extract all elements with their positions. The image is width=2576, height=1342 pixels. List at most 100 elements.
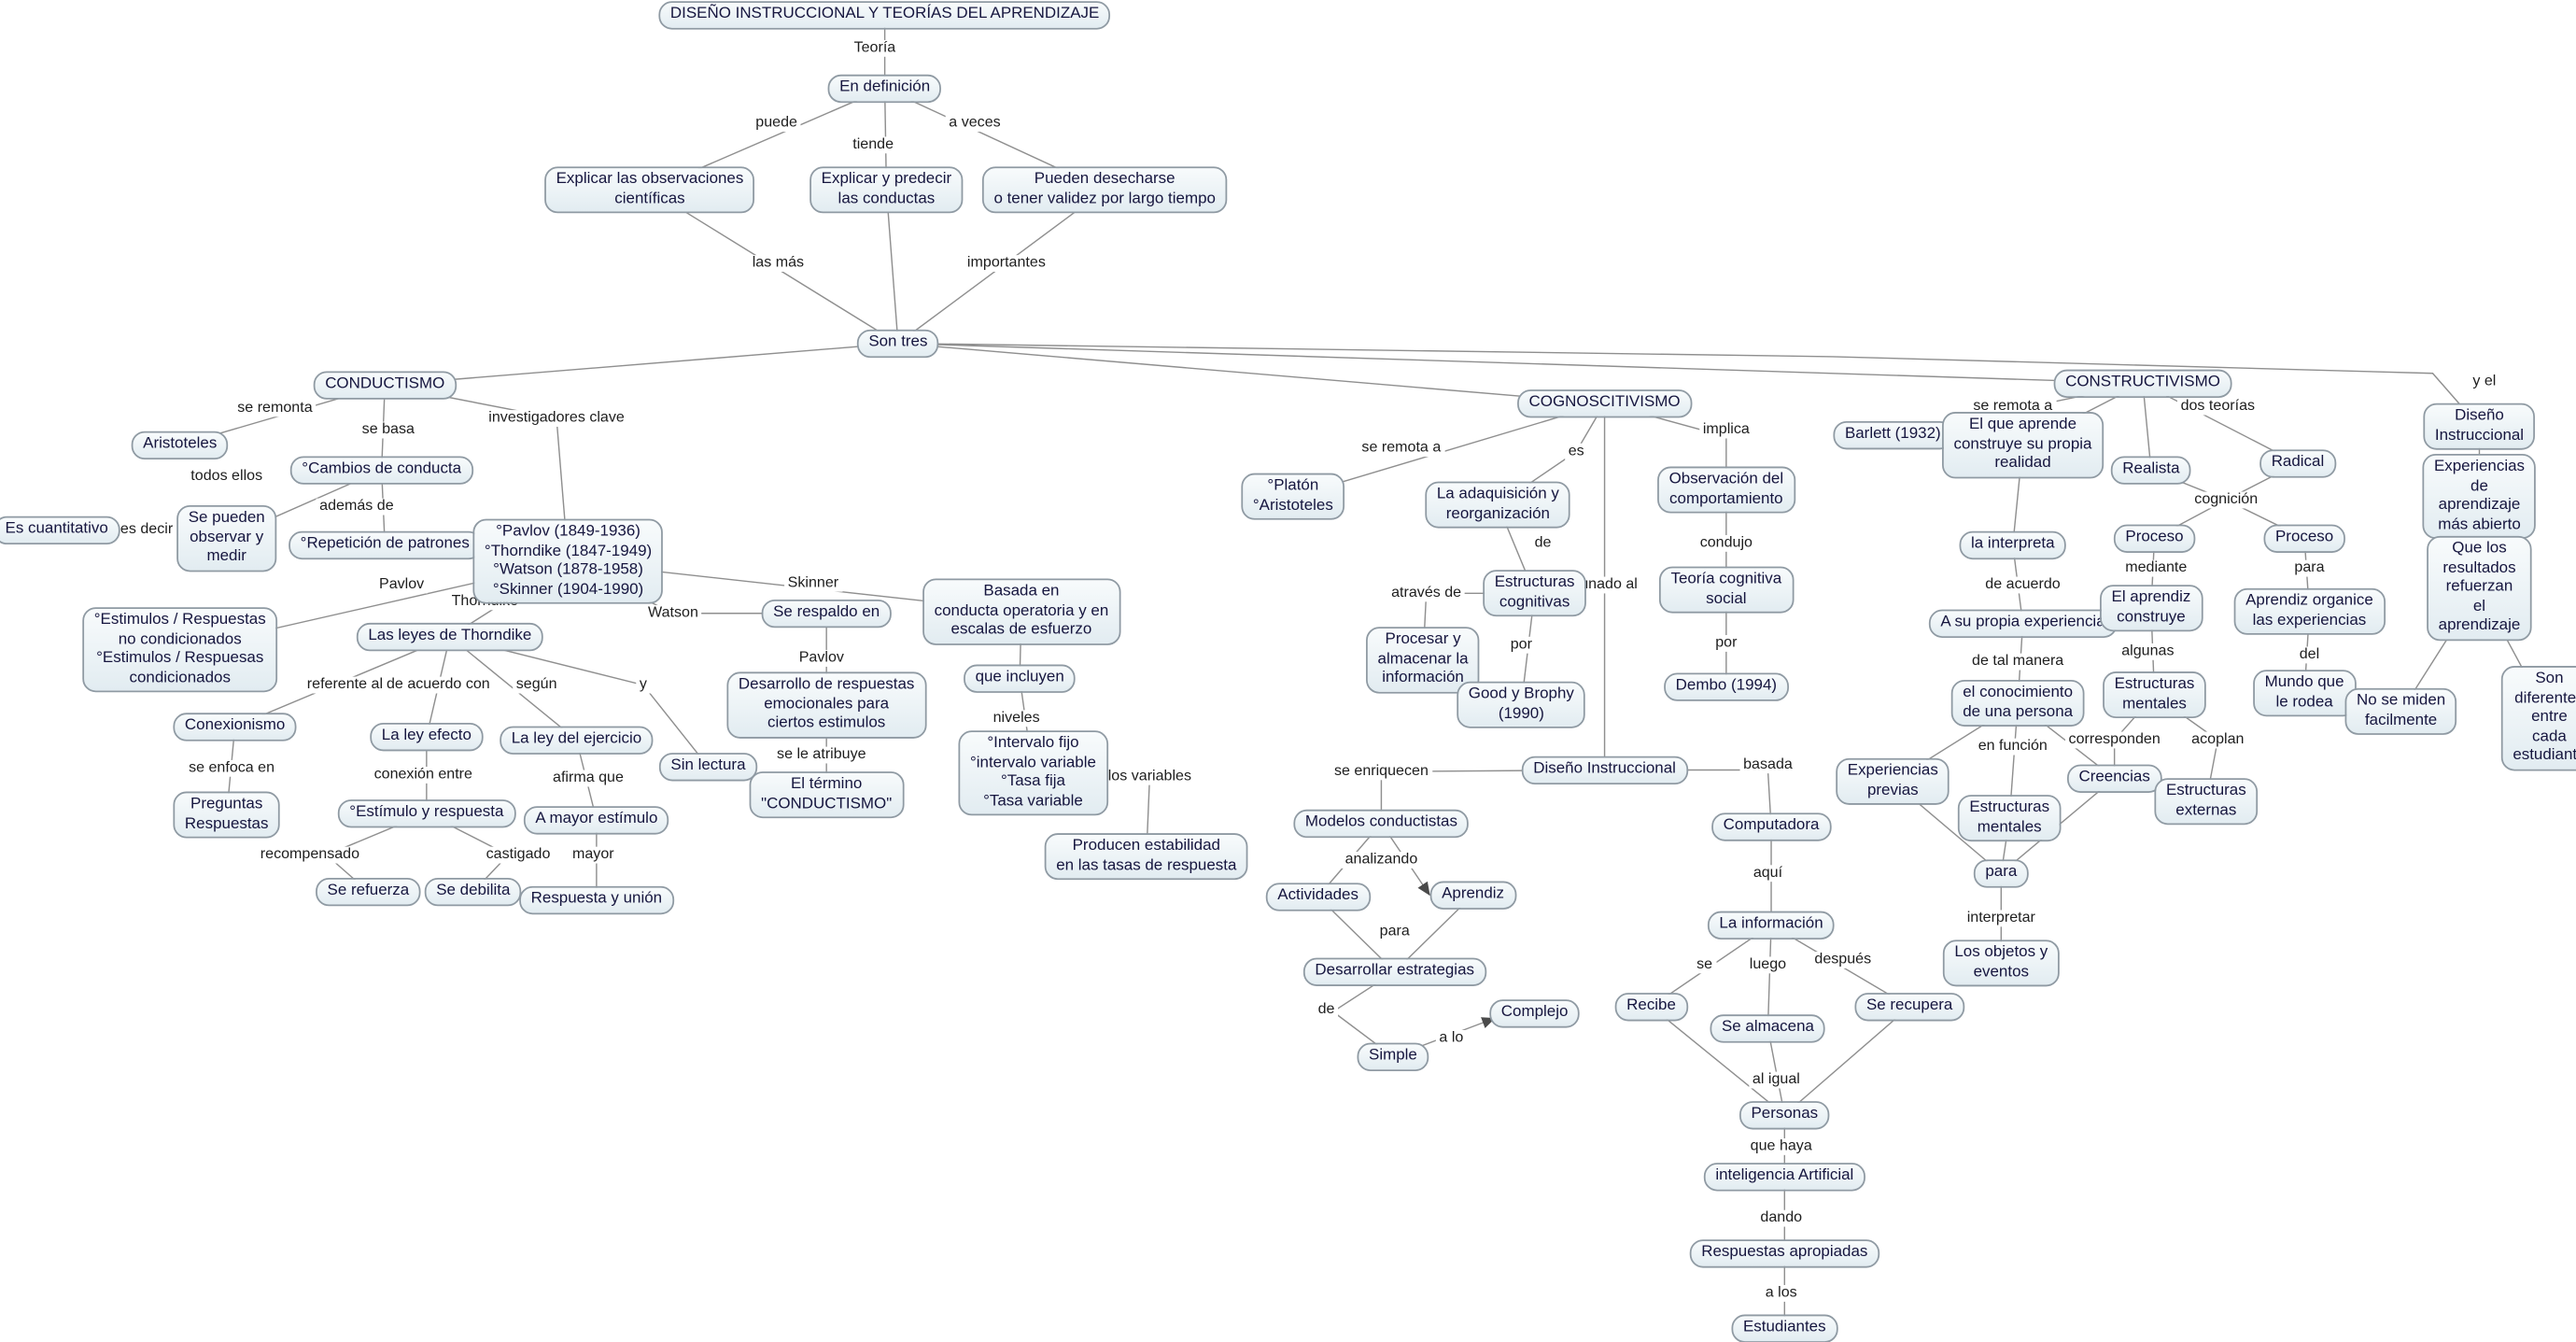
concept-node[interactable]: Se recupera: [1854, 993, 1964, 1021]
concept-node[interactable]: que incluyen: [964, 664, 1077, 693]
concept-node[interactable]: Actividades: [1265, 883, 1371, 911]
concept-node[interactable]: La información: [1707, 911, 1836, 939]
link-label[interactable]: castigado: [483, 845, 554, 864]
concept-node[interactable]: Basada en conducta operatoria y en escal…: [922, 578, 1120, 645]
link-label[interactable]: conexión entre: [371, 765, 476, 784]
concept-node[interactable]: Aristoteles: [131, 431, 229, 459]
link-label[interactable]: a veces: [945, 114, 1005, 132]
concept-node[interactable]: Experiencias previas: [1836, 757, 1950, 806]
link-label[interactable]: se le atribuye: [773, 745, 870, 764]
concept-node[interactable]: Proceso: [2113, 524, 2196, 553]
concept-node[interactable]: No se miden facilmente: [2344, 687, 2457, 736]
link-label[interactable]: a los: [1762, 1283, 1801, 1302]
concept-node[interactable]: Desarrollar estrategias: [1302, 957, 1486, 986]
concept-node[interactable]: Diseño Instruccional: [2423, 403, 2536, 450]
concept-node[interactable]: Estructuras cognitivas: [1483, 570, 1586, 617]
link-label[interactable]: y: [636, 675, 651, 694]
concept-node[interactable]: inteligencia Artificial: [1703, 1163, 1865, 1191]
link-label[interactable]: las más: [749, 254, 808, 272]
link-label[interactable]: se: [1693, 955, 1716, 974]
concept-node[interactable]: Respuesta y unión: [519, 885, 674, 914]
concept-node[interactable]: El aprendiz construye: [2100, 585, 2203, 632]
link-label[interactable]: recompensado: [257, 845, 363, 864]
concept-node[interactable]: Mundo que le rodea: [2253, 670, 2357, 717]
concept-node[interactable]: Se pueden observar y medir: [176, 504, 277, 572]
concept-node[interactable]: Explicar y predecir las conductas: [809, 166, 964, 214]
concept-node[interactable]: Son tres: [856, 329, 939, 358]
link-label[interactable]: de: [1531, 533, 1555, 552]
concept-node[interactable]: °Estímulo y respuesta: [337, 799, 515, 827]
concept-node[interactable]: °Cambios de conducta: [289, 456, 473, 485]
concept-node[interactable]: COGNOSCITIVISMO: [1517, 389, 1693, 417]
link-label[interactable]: según: [513, 675, 561, 694]
link-label[interactable]: Teoría: [851, 38, 899, 57]
concept-node[interactable]: A mayor estímulo: [523, 806, 669, 834]
link-label[interactable]: analizando: [1342, 850, 1421, 869]
concept-node[interactable]: Estudiantes: [1731, 1314, 1838, 1342]
link-label[interactable]: implica: [1699, 420, 1753, 439]
link-label[interactable]: de tal manera: [1968, 652, 2067, 671]
concept-node[interactable]: Se refuerza: [316, 877, 421, 906]
concept-node[interactable]: La adaquisición y reorganización: [1425, 481, 1571, 529]
link-label[interactable]: niveles: [990, 709, 1044, 727]
link-label[interactable]: al igual: [1749, 1070, 1804, 1089]
concept-node[interactable]: Radical: [2259, 449, 2336, 477]
concept-node[interactable]: CONDUCTISMO: [313, 371, 457, 400]
concept-node[interactable]: °Platón °Aristoteles: [1241, 473, 1345, 520]
concept-node[interactable]: Aprendiz organice las experiencias: [2233, 587, 2386, 636]
link-label[interactable]: después: [1810, 951, 1875, 968]
link-label[interactable]: además de: [316, 497, 398, 516]
concept-node[interactable]: Personas: [1738, 1101, 1830, 1129]
link-label[interactable]: investigadores clave: [485, 409, 628, 427]
concept-node[interactable]: Barlett (1932): [1833, 420, 1953, 449]
concept-node[interactable]: El que aprende construye su propia reali…: [1942, 412, 2104, 478]
link-label[interactable]: puede: [752, 114, 801, 132]
link-label[interactable]: Pavlov: [795, 648, 848, 667]
link-label[interactable]: en función: [1975, 737, 2051, 756]
concept-node[interactable]: para: [1973, 859, 2029, 887]
link-label[interactable]: aquí: [1750, 864, 1786, 882]
link-label[interactable]: afirma que: [549, 769, 627, 787]
link-label[interactable]: que haya: [1747, 1137, 1816, 1155]
link-label[interactable]: referente al: [303, 675, 387, 694]
concept-node[interactable]: Estructuras mentales: [1957, 795, 2062, 842]
link-label[interactable]: tiende: [849, 135, 897, 154]
concept-node[interactable]: A su propia experiencia: [1928, 609, 2118, 638]
concept-node[interactable]: °Estimulos / Respuestas no condicionados…: [82, 607, 278, 693]
link-label[interactable]: mayor: [569, 845, 618, 864]
link-label[interactable]: los variables: [1105, 767, 1195, 785]
link-label[interactable]: es decir: [117, 520, 176, 539]
link-label[interactable]: Pavlov: [375, 575, 428, 594]
concept-node[interactable]: Observación del comportamiento: [1657, 466, 1795, 514]
link-label[interactable]: dos teorías: [2176, 397, 2259, 416]
link-label[interactable]: Watson: [644, 603, 702, 622]
concept-node[interactable]: Producen estabilidad en las tasas de res…: [1044, 833, 1248, 881]
link-label[interactable]: a lo: [1435, 1028, 1467, 1047]
concept-node[interactable]: Estructuras mentales: [2103, 671, 2206, 719]
concept-node[interactable]: Complejo: [1489, 999, 1580, 1027]
concept-node[interactable]: Preguntas Respuestas: [173, 791, 280, 839]
concept-node[interactable]: CONSTRUCTIVISMO: [2053, 369, 2232, 398]
link-label[interactable]: por: [1507, 635, 1536, 654]
link-label[interactable]: y el: [2469, 372, 2499, 390]
concept-node[interactable]: Aprendiz: [1429, 881, 1516, 910]
concept-node[interactable]: DISEÑO INSTRUCCIONAL Y TEORÍAS DEL APREN…: [658, 1, 1111, 29]
concept-node[interactable]: Estructuras externas: [2154, 778, 2259, 826]
concept-node[interactable]: El término "CONDUCTISMO": [749, 771, 904, 819]
concept-node[interactable]: Conexionismo: [173, 713, 297, 741]
link-label[interactable]: para: [2290, 558, 2329, 577]
link-label[interactable]: se enriquecen: [1330, 762, 1432, 781]
link-label[interactable]: algunas: [2118, 642, 2178, 660]
link-label[interactable]: del: [2296, 645, 2323, 664]
concept-node[interactable]: La ley del ejercicio: [500, 726, 654, 755]
link-label[interactable]: se remota a: [1358, 439, 1444, 457]
concept-node[interactable]: Que los resultados refuerzan el aprendiz…: [2427, 535, 2532, 642]
link-label[interactable]: de acuerdo: [1981, 575, 2064, 594]
link-label[interactable]: luego: [1746, 955, 1790, 974]
concept-node[interactable]: Creencias: [2066, 764, 2162, 793]
concept-node[interactable]: °Intervalo fijo °intervalo variable °Tas…: [958, 730, 1108, 816]
link-label[interactable]: es: [1565, 442, 1588, 460]
concept-node[interactable]: Dembo (1994): [1664, 672, 1789, 701]
link-label[interactable]: de acuerdo con: [383, 675, 494, 694]
link-label[interactable]: Skinner: [784, 573, 842, 592]
